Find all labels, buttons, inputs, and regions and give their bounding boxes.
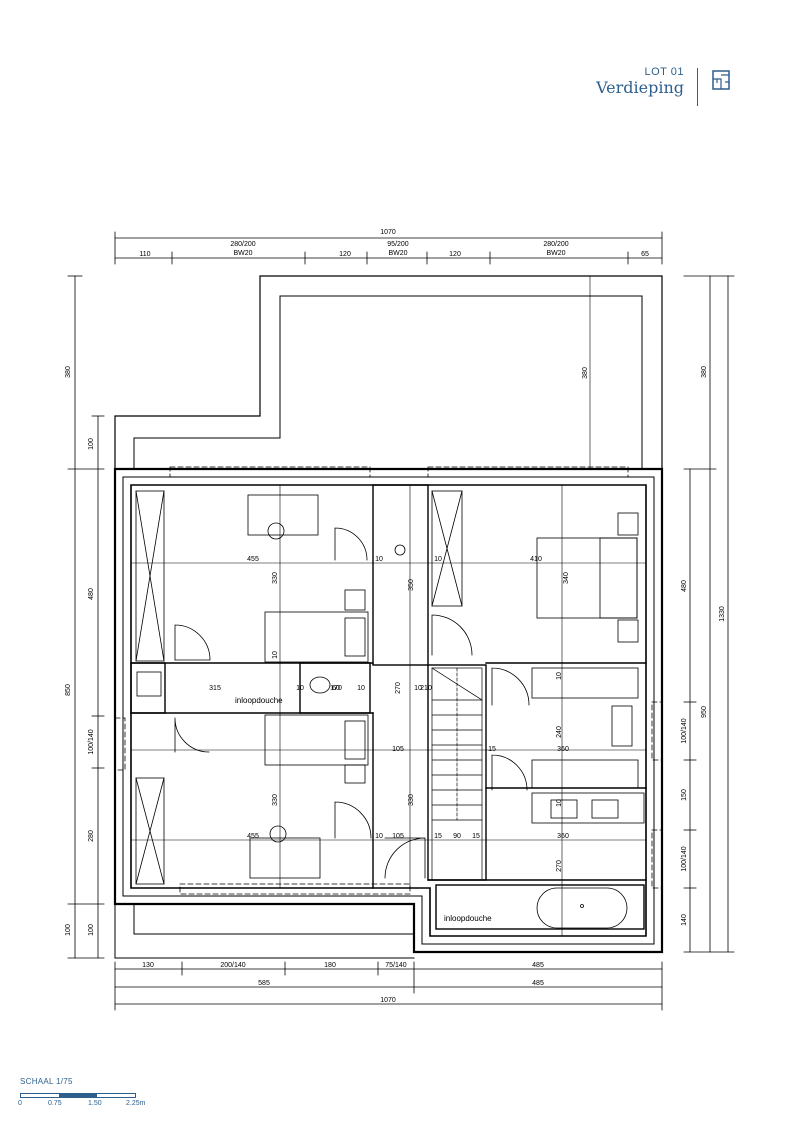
room-dim: 10 xyxy=(556,799,563,807)
dim-right: 140 xyxy=(681,914,688,926)
dim-right: 950 xyxy=(701,706,708,718)
dim-bottom: 485 xyxy=(532,962,544,969)
scale-tick: 0 xyxy=(18,1100,22,1107)
room-dim: 330 xyxy=(272,572,279,584)
dim-top-total: 1070 xyxy=(380,229,396,236)
dim-top: 280/200 xyxy=(230,241,255,248)
room-dim: 360 xyxy=(557,746,569,753)
header: LOT 01 Verdieping xyxy=(596,66,684,98)
dim-left: 850 xyxy=(65,684,72,696)
room-dim: 10 xyxy=(375,833,383,840)
room-label-inloopdouche: inloopdouche xyxy=(444,914,492,923)
dim-left: 380 xyxy=(65,366,72,378)
dim-left: 280 xyxy=(88,830,95,842)
room-dim: 90 xyxy=(453,833,461,840)
room-dim: 10 xyxy=(296,685,304,692)
dim-top: 120 xyxy=(339,251,351,258)
dim-bottom-total: 1070 xyxy=(380,997,396,1004)
room-dim: 350 xyxy=(408,579,415,591)
dim-left: 100 xyxy=(65,924,72,936)
scale-tick: 2.25m xyxy=(126,1100,146,1107)
room-dim: 240 xyxy=(556,726,563,738)
dim-top: 95/200 xyxy=(387,241,409,248)
floorplan-icon xyxy=(712,70,730,90)
room-dim: 10 xyxy=(357,685,365,692)
scale-segment xyxy=(59,1094,97,1097)
room-dim: 340 xyxy=(563,572,570,584)
dim-right: 150 xyxy=(681,789,688,801)
dim-top: 120 xyxy=(449,251,461,258)
room-measurements: 455 330 10 10 350 10 410 340 315 10 170 … xyxy=(209,367,589,872)
scale-tick: 0.75 xyxy=(48,1100,62,1107)
scale-tick: 1.50 xyxy=(88,1100,102,1107)
room-dim: 330 xyxy=(272,794,279,806)
dim-bottom: 75/140 xyxy=(385,962,407,969)
dim-left: 100/140 xyxy=(88,729,95,754)
room-dim: 270 xyxy=(395,682,402,694)
room-dim: 60 xyxy=(332,685,340,692)
room-dim: 10 xyxy=(414,685,422,692)
room-dim: 360 xyxy=(557,833,569,840)
dim-top: 110 xyxy=(139,251,150,258)
scale-bar: SCHAAL 1/75 0 0.75 1.50 2.25m xyxy=(18,1077,180,1110)
room-dim: 10 xyxy=(556,672,563,680)
dim-top: 65 xyxy=(641,251,649,258)
lot-number: LOT 01 xyxy=(644,66,684,78)
room-dim: 15 xyxy=(488,746,496,753)
room-dim: 105 xyxy=(392,746,404,753)
dim-left: 100 xyxy=(88,438,95,450)
header-divider xyxy=(697,68,698,106)
room-dim: 10 xyxy=(375,556,383,563)
room-dim: 10 xyxy=(434,556,442,563)
room-dim: 105 xyxy=(392,833,404,840)
dim-bottom: 200/140 xyxy=(220,962,245,969)
room-dim: 455 xyxy=(247,556,259,563)
dim-right: 1330 xyxy=(719,606,726,622)
dim-bottom: 180 xyxy=(324,962,336,969)
room-dim: 380 xyxy=(582,367,589,379)
dim-top: BW20 xyxy=(233,250,252,257)
room-dim: 15 xyxy=(472,833,480,840)
dim-right: 100/140 xyxy=(681,846,688,871)
dim-left: 100 xyxy=(88,924,95,936)
dim-right: 480 xyxy=(681,580,688,592)
room-dim: 210 xyxy=(420,685,432,692)
room-dim: 315 xyxy=(209,685,221,692)
dim-left: 480 xyxy=(88,588,95,600)
room-dim: 15 xyxy=(434,833,442,840)
room-dim: 170 xyxy=(330,685,342,692)
room-dim: 270 xyxy=(556,860,563,872)
floor-plan: 1070 110 280/200 BW20 120 95/200 BW20 12… xyxy=(65,229,735,1011)
room-dim: 410 xyxy=(530,556,542,563)
dim-bottom: 485 xyxy=(532,980,544,987)
page-title: Verdieping xyxy=(596,78,684,97)
dim-top: BW20 xyxy=(388,250,407,257)
dim-top: 280/200 xyxy=(543,241,568,248)
dim-right: 100/140 xyxy=(681,718,688,743)
dim-bottom: 585 xyxy=(258,980,270,987)
room-label-inloopdouche: inloopdouche xyxy=(235,696,283,705)
scale-ticks: 0 0.75 1.50 2.25m xyxy=(18,1100,180,1110)
dimension-labels: 1070 110 280/200 BW20 120 95/200 BW20 12… xyxy=(65,229,726,1004)
dim-bottom: 130 xyxy=(142,962,154,969)
scale-graphic xyxy=(20,1093,136,1098)
room-labels: inloopdouche inloopdouche xyxy=(235,696,492,923)
dim-top: BW20 xyxy=(546,250,565,257)
room-dim: 10 xyxy=(272,651,279,659)
room-dim: 455 xyxy=(247,833,259,840)
scale-label: SCHAAL 1/75 xyxy=(20,1077,73,1086)
room-dim: 330 xyxy=(408,794,415,806)
dim-right: 380 xyxy=(701,366,708,378)
